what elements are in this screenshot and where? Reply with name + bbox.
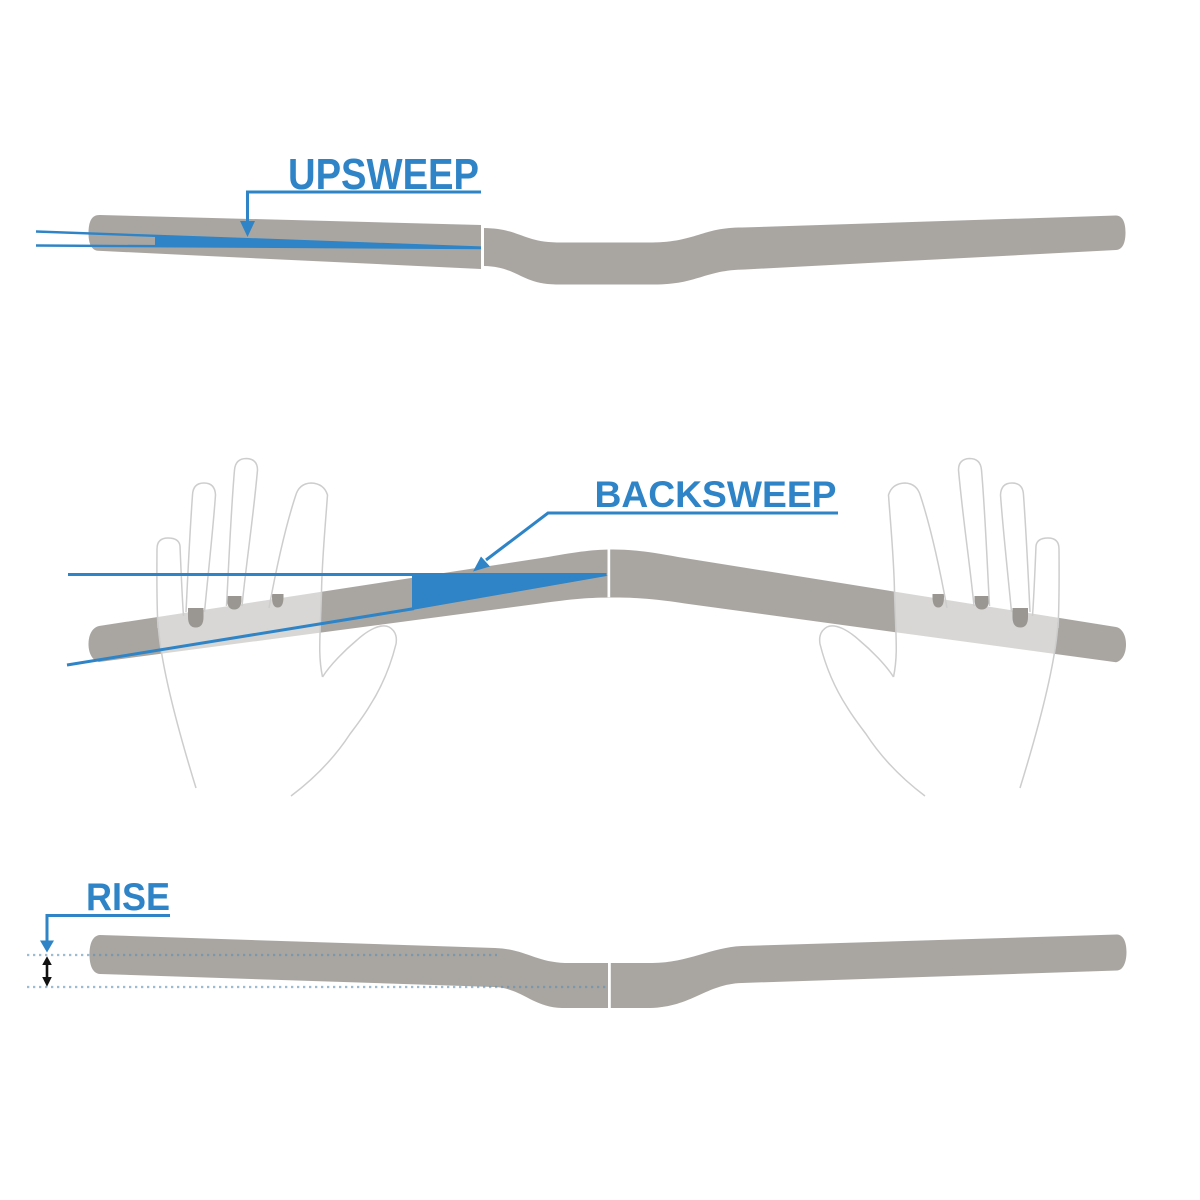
svg-text:RISE: RISE (86, 876, 170, 919)
svg-text:BACKSWEEP: BACKSWEEP (595, 473, 837, 515)
